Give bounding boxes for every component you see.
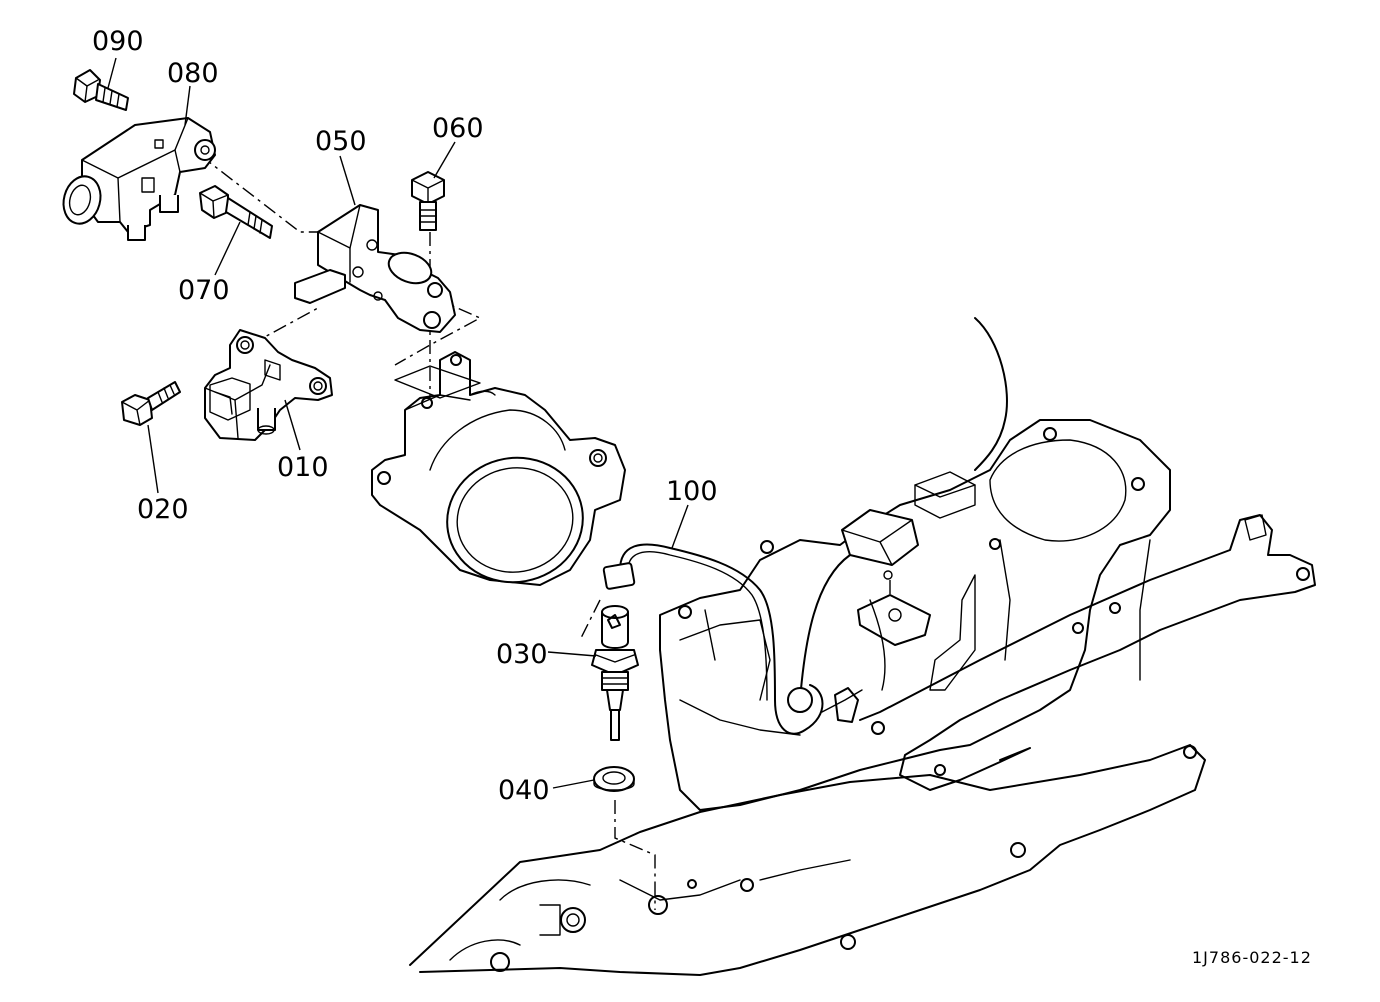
callout-040: 040 [498,775,550,806]
part-090-bolt[interactable] [73,69,129,111]
part-060-bolt[interactable] [411,171,445,231]
callout-100: 100 [666,476,718,507]
part-030-sensor[interactable] [591,605,639,741]
throttle-body-housing [371,351,626,586]
drawing-code: 1J786-022-12 [1192,948,1312,967]
part-050-bracket[interactable] [294,204,456,333]
callout-070: 070 [178,275,230,306]
part-070-bolt[interactable] [199,185,273,239]
callout-010: 010 [277,452,329,483]
callout-labels: 090 080 050 060 070 010 020 100 030 040 [92,26,718,806]
callout-030: 030 [496,639,548,670]
callout-020: 020 [137,494,189,525]
callout-050: 050 [315,126,367,157]
callout-090: 090 [92,26,144,57]
callout-080: 080 [167,58,219,89]
part-010-sensor[interactable] [204,329,333,441]
leader-lines [107,57,689,789]
part-040-washer[interactable] [593,766,635,792]
part-020-bolt[interactable] [121,381,181,426]
part-100-harness[interactable] [602,509,931,735]
callout-060: 060 [432,113,484,144]
part-080-sensor[interactable] [58,117,216,241]
